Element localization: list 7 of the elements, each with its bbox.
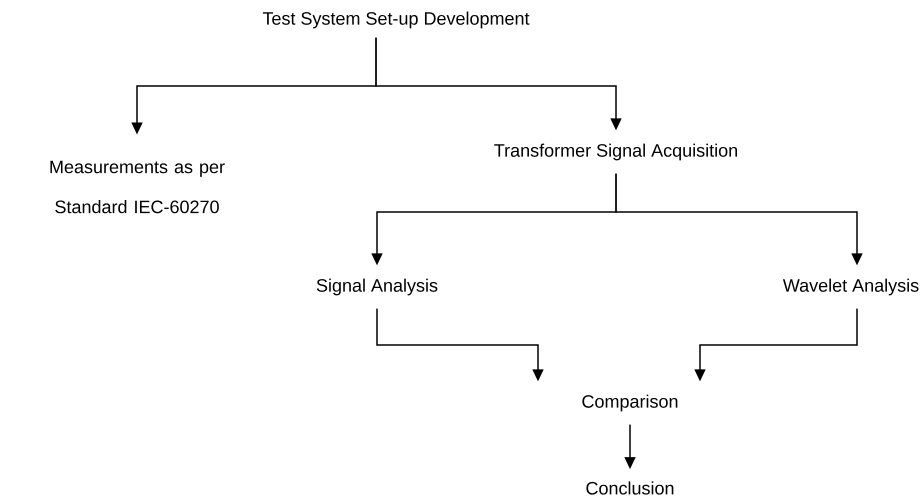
- process-label: Test System Set-up Development: [262, 12, 530, 28]
- process-label: Comparison: [582, 394, 678, 412]
- process-label: Transformer Signal Acquisition: [494, 144, 737, 160]
- process-label: Wavelet Analysis: [782, 278, 919, 296]
- process-label: Signal Analysis: [316, 278, 438, 296]
- process-label: Measurements as per Standard IEC-60270: [50, 160, 225, 214]
- process-label: Conclusion: [586, 481, 674, 495]
